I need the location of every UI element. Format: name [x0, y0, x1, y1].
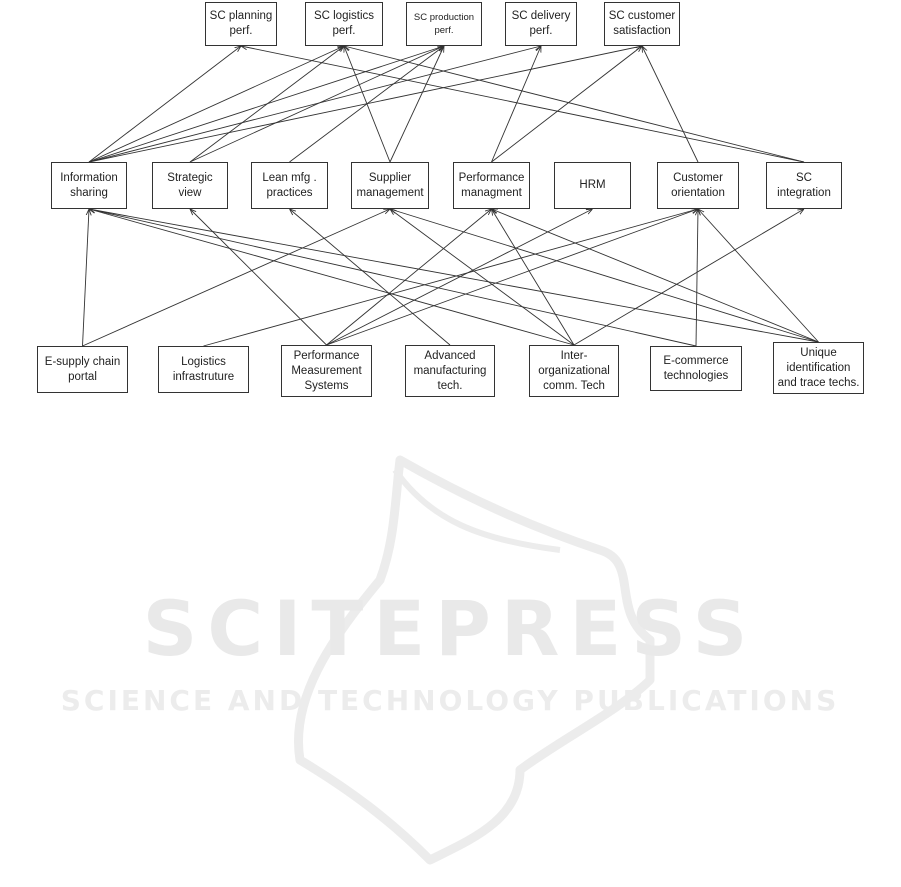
hrm-box: HRM: [554, 162, 631, 209]
network-diagram: SC planning perf. SC logistics perf. SC …: [0, 0, 901, 410]
edge-info_sharing-to-sc_planning: [88, 46, 241, 163]
strategic-view-box: Strategic view: [152, 162, 228, 209]
watermark-title: SCITEPRESS: [143, 584, 758, 673]
edge-inter_org-to-sc_integration: [573, 209, 804, 346]
edge-unique_id-to-info_sharing: [89, 209, 819, 343]
supplier-management-box: Supplier management: [351, 162, 429, 209]
edge-e_commerce-to-customer_orient: [696, 209, 698, 347]
performance-management-box: Performance managment: [453, 162, 530, 209]
inter-organizational-comm-tech-box: Inter- organizational comm. Tech: [529, 345, 619, 397]
edge-amt-to-lean: [290, 209, 451, 346]
lean-mfg-practices-box: Lean mfg . practices: [251, 162, 328, 209]
edge-inter_org-to-info_sharing: [89, 209, 575, 346]
edge-performance-to-sc_delivery: [491, 46, 542, 163]
edge-unique_id-to-performance: [492, 209, 819, 343]
edge-pms-to-performance: [326, 209, 492, 346]
sc-logistics-perf-box: SC logistics perf.: [305, 2, 383, 46]
edge-e_supply-to-supplier: [82, 209, 391, 347]
edge-info_sharing-to-sc_delivery: [88, 46, 541, 163]
edge-supplier-to-sc_production: [389, 46, 444, 163]
sc-production-perf-box: SC production perf.: [406, 2, 482, 46]
edge-info_sharing-to-sc_logistics: [88, 46, 344, 163]
edge-info_sharing-to-sc_customer: [88, 46, 642, 163]
edge-pms-to-customer_orient: [326, 209, 699, 346]
edges-layer: [82, 0, 819, 347]
customer-orientation-box: Customer orientation: [657, 162, 739, 209]
sc-delivery-perf-box: SC delivery perf.: [505, 2, 577, 46]
e-supply-chain-portal-box: E-supply chain portal: [37, 346, 128, 393]
edge-unique_id-to-customer_orient: [698, 209, 819, 343]
sc-integration-box: SC integration: [766, 162, 842, 209]
edge-inter_org-to-performance: [492, 209, 575, 346]
edge-pms-to-strategic: [190, 209, 327, 346]
edge-unique_id-to-supplier: [390, 209, 819, 343]
edge-strategic-to-sc_production: [189, 46, 444, 163]
edge-inter_org-to-supplier: [390, 209, 575, 346]
watermark-logo-shape: [294, 455, 655, 865]
edge-strategic-to-sc_logistics: [189, 46, 344, 163]
edge-logistics_infra-to-customer_orient: [203, 209, 699, 347]
edge-customer_orient-to-sc_customer: [642, 46, 699, 163]
edge-sc_integration-to-sc_logistics: [344, 46, 805, 163]
edge-e_supply-to-info_sharing: [82, 209, 90, 347]
advanced-manufacturing-tech-box: Advanced manufacturing tech.: [405, 345, 495, 397]
edge-performance-to-sc_customer: [491, 46, 643, 163]
watermark-subtitle: SCIENCE AND TECHNOLOGY PUBLICATIONS: [61, 684, 840, 717]
information-sharing-box: Information sharing: [51, 162, 127, 209]
logistics-infrastructure-box: Logistics infrastruture: [158, 346, 249, 393]
sc-customer-satisfaction-box: SC customer satisfaction: [604, 2, 680, 46]
unique-identification-trace-box: Unique identification and trace techs.: [773, 342, 864, 394]
e-commerce-technologies-box: E-commerce technologies: [650, 346, 742, 391]
edge-supplier-to-sc_logistics: [344, 46, 391, 163]
sc-planning-perf-box: SC planning perf.: [205, 2, 277, 46]
edge-e_commerce-to-info_sharing: [89, 209, 697, 347]
performance-measurement-systems-box: Performance Measurement Systems: [281, 345, 372, 397]
scitepress-watermark: SCITEPRESS SCIENCE AND TECHNOLOGY PUBLIC…: [61, 455, 840, 865]
edge-sc_integration-to-sc_planning: [241, 46, 805, 163]
